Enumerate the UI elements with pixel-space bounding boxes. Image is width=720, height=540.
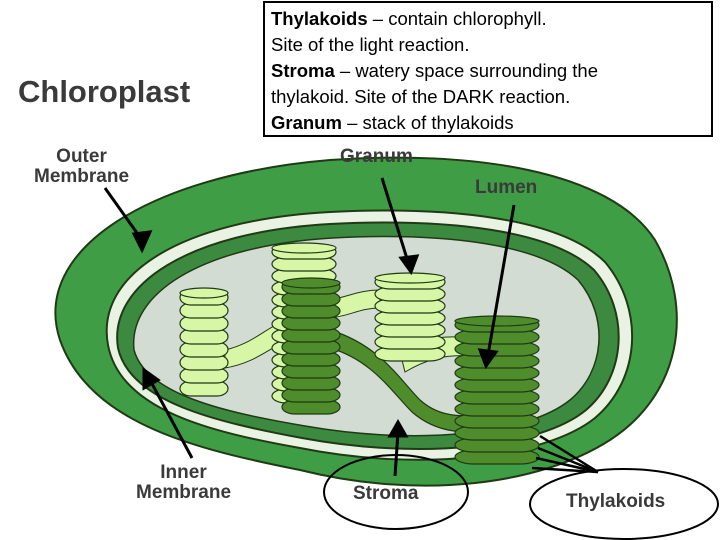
arrow-thylakoid: [535, 456, 599, 474]
arrow-head: [477, 348, 499, 370]
arrow-thylakoid: [537, 446, 599, 474]
arrow-head: [131, 230, 153, 254]
granum-top: [179, 287, 229, 299]
definition-line: Thylakoids – contain chlorophyll.: [271, 6, 705, 32]
definition-text: – stack of thylakoids: [341, 112, 514, 133]
label-granum: Granum: [340, 146, 413, 167]
arrow-head: [398, 254, 420, 276]
granum-top: [374, 272, 446, 284]
label-inner-membrane: Inner Membrane: [136, 463, 231, 503]
definition-box: Thylakoids – contain chlorophyll. Site o…: [263, 1, 713, 137]
label-outer-membrane: Outer Membrane: [34, 147, 129, 187]
granum-top: [454, 315, 540, 327]
definition-line: Site of the light reaction.: [271, 34, 470, 55]
arrow-head: [387, 418, 409, 438]
arrow-thylakoid: [539, 434, 599, 474]
term: Thylakoids: [271, 8, 368, 29]
label-line: Inner: [160, 462, 207, 483]
arrow-inner-membrane: [148, 379, 194, 459]
granum-top: [271, 242, 337, 254]
thylakoids-highlight-ellipse: [529, 468, 719, 540]
label-stroma: Stroma: [353, 483, 419, 504]
label-line: Membrane: [136, 481, 232, 503]
arrow-stroma: [393, 431, 400, 477]
definition-line: thylakoid. Site of the DARK reaction.: [271, 86, 571, 107]
arrow-lumen: [486, 204, 516, 356]
definition-line: Stroma – watery space surrounding the: [271, 58, 705, 84]
granum-top: [281, 277, 341, 289]
arrow-head: [142, 367, 161, 391]
label-thylakoids: Thylakoids: [566, 491, 666, 512]
diagram-title: Chloroplast: [18, 74, 191, 109]
term: Stroma: [271, 60, 335, 81]
definition-text: – contain chlorophyll.: [367, 8, 547, 29]
label-line: Outer: [56, 146, 107, 167]
stroma-highlight-ellipse: [323, 454, 469, 530]
definition-text: – watery space surrounding the: [334, 60, 599, 81]
definition-line: Granum – stack of thylakoids: [271, 110, 705, 136]
arrow-outer-membrane: [103, 187, 144, 241]
label-lumen: Lumen: [475, 177, 538, 198]
arrow-granum: [380, 177, 410, 263]
term: Granum: [271, 112, 342, 133]
label-line: Membrane: [34, 165, 130, 187]
